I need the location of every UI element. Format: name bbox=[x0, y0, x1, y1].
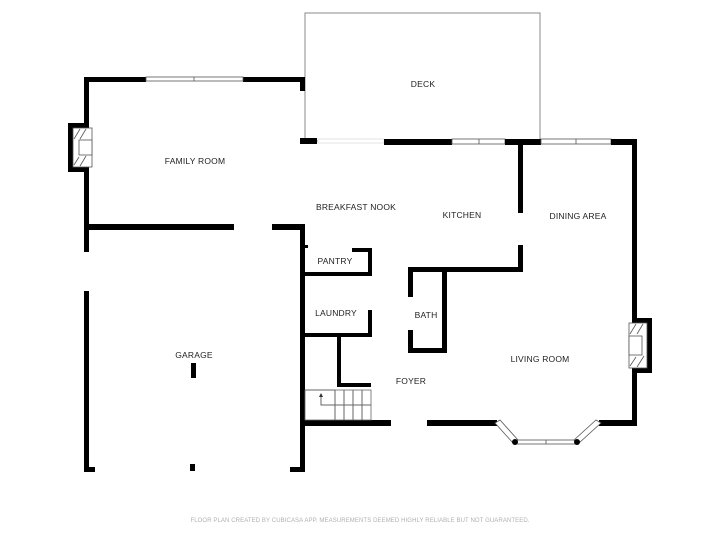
room-label-kitchen: KITCHEN bbox=[442, 210, 482, 220]
room-label-garage: GARAGE bbox=[175, 350, 213, 360]
room-label-bath: BATH bbox=[414, 310, 438, 320]
deck-outline bbox=[304, 12, 541, 142]
room-label-family-room: FAMILY ROOM bbox=[164, 156, 226, 166]
disclaimer-footer: FLOOR PLAN CREATED BY CUBICASA APP. MEAS… bbox=[190, 518, 530, 524]
family-room-walls bbox=[68, 76, 317, 230]
room-label-pantry: PANTRY bbox=[317, 256, 353, 266]
room-label-living-room: LIVING ROOM bbox=[510, 354, 570, 364]
utility-walls bbox=[304, 245, 637, 426]
room-label-breakfast-nook: BREAKFAST NOOK bbox=[315, 202, 397, 212]
room-label-laundry: LAUNDRY bbox=[315, 308, 357, 318]
garage-walls bbox=[84, 224, 305, 472]
bay-window bbox=[494, 419, 602, 445]
room-label-dining-area: DINING AREA bbox=[549, 211, 607, 221]
room-label-foyer: FOYER bbox=[395, 376, 427, 386]
kitchen-walls bbox=[408, 143, 523, 353]
north-walls bbox=[317, 138, 652, 425]
room-label-deck: DECK bbox=[410, 79, 436, 89]
